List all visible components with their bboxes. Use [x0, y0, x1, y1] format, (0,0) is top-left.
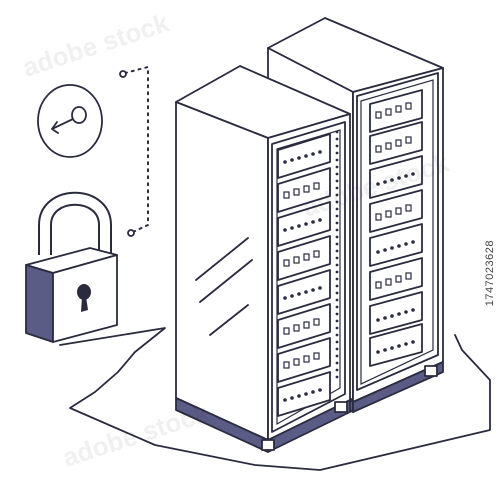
front-rack-modules — [277, 133, 331, 417]
connector-end-bottom — [127, 229, 135, 237]
glass-reflection — [195, 237, 253, 336]
connector-end-top — [119, 70, 127, 78]
key-icon — [37, 84, 103, 158]
padlock-icon — [25, 191, 118, 343]
back-rack-foot — [424, 365, 438, 377]
door-handle-dots — [335, 130, 339, 379]
dotted-connector — [124, 65, 149, 233]
floor-path — [59, 327, 491, 471]
back-rack-modules — [369, 89, 423, 367]
front-rack-foot-right — [334, 401, 348, 413]
front-rack-foot-left — [261, 439, 275, 451]
stock-id-label: 1747023628 — [484, 240, 496, 307]
server-rack-front — [175, 65, 351, 453]
